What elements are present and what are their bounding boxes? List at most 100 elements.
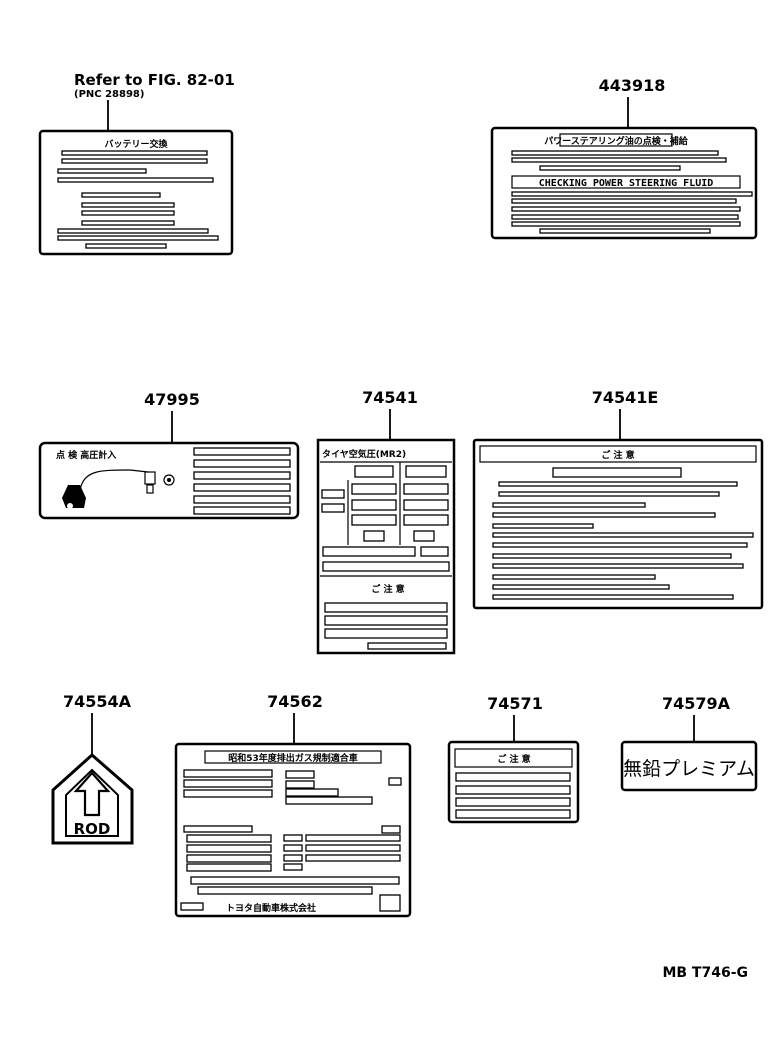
text-bar	[324, 602, 448, 613]
text-bar	[193, 471, 291, 480]
table-cell	[351, 514, 397, 526]
text-bar	[511, 150, 719, 156]
text-bar	[455, 797, 571, 807]
part-number-74562: 74562	[267, 692, 323, 711]
text-bar	[197, 886, 373, 895]
table-cell	[403, 483, 449, 495]
battery-label-heading: バッテリー交換	[104, 138, 168, 150]
text-bar	[324, 615, 448, 626]
text-bar	[57, 235, 219, 241]
gauge-valve-stem	[146, 484, 154, 494]
part-number-74579A: 74579A	[662, 694, 731, 713]
text-bar	[283, 834, 303, 842]
inner-outline	[65, 768, 119, 837]
text-bar	[539, 165, 681, 171]
heading-box	[204, 750, 382, 764]
text-bar	[81, 202, 175, 208]
part-number-74571: 74571	[487, 694, 543, 713]
label-443918-group: 443918 パワーステアリング油の点検・補給 CHECKING POWER S…	[490, 76, 758, 240]
text-bar	[322, 546, 416, 557]
text-bar	[180, 902, 204, 911]
subheading-box	[511, 175, 741, 189]
text-bar	[81, 220, 175, 226]
table-cell	[403, 499, 449, 511]
text-bar	[322, 561, 450, 572]
table-cell	[351, 499, 397, 511]
battery-label-group: Refer to FIG. 82-01 (PNC 28898) バッテリー交換	[38, 71, 235, 256]
gauge-wheel	[67, 503, 73, 509]
text-bar	[285, 796, 373, 805]
label-74541E-group: 74541E ご 注 意	[472, 388, 764, 610]
text-bar	[283, 844, 303, 852]
stamp-box	[379, 894, 401, 912]
diagram-code: MB T746-G	[662, 965, 748, 981]
table-cell	[403, 514, 449, 526]
text-bar	[511, 214, 739, 220]
label-443918-heading: パワーステアリング油の点検・補給	[544, 135, 689, 147]
gauge-dial-center	[167, 478, 171, 482]
text-bar	[183, 789, 273, 798]
label-74541E-heading: ご 注 意	[601, 449, 634, 461]
text-bar	[420, 546, 449, 557]
text-bar	[498, 491, 720, 497]
text-bar	[57, 228, 209, 234]
text-bar	[492, 574, 656, 580]
gauge-valve	[144, 471, 156, 485]
text-bar	[492, 523, 594, 529]
text-bar	[186, 844, 272, 853]
text-bar	[511, 157, 727, 163]
heading-box	[559, 133, 673, 147]
text-bar	[57, 168, 147, 174]
label-74541-heading: タイヤ空気圧(MR2)	[322, 448, 406, 460]
text-bar	[324, 628, 448, 639]
reference-text: Refer to FIG. 82-01	[74, 71, 235, 89]
text-bar	[193, 483, 291, 492]
text-bar	[492, 563, 744, 569]
text-bar	[186, 854, 272, 863]
label-74579A-group: 74579A 無鉛プレミアム	[620, 694, 758, 792]
label-47995-heading: 点 検 高圧計入	[56, 449, 116, 461]
text-bar	[186, 863, 272, 872]
text-bar	[492, 553, 732, 559]
label-74571-group: 74571 ご 注 意	[447, 694, 580, 824]
gauge-dial-icon	[163, 474, 175, 486]
text-bar	[492, 542, 748, 548]
text-bar	[190, 876, 400, 885]
text-bar	[285, 780, 315, 789]
table-cell	[351, 483, 397, 495]
text-bar	[193, 506, 291, 515]
text-bar	[367, 642, 447, 650]
table-cell	[354, 465, 394, 478]
label-74554A-text: ROD	[74, 820, 111, 838]
part-number-443918: 443918	[599, 76, 666, 95]
label-74562-heading: 昭和53年度排出ガス規制適合車	[228, 752, 358, 764]
text-bar	[498, 481, 738, 487]
table-cell	[405, 465, 447, 478]
text-bar	[455, 785, 571, 795]
table-cell	[321, 503, 345, 513]
text-bar	[285, 770, 315, 779]
label-74562-group: 74562 昭和53年度排出ガス規制適合車 トヨタ自動車株式会社	[174, 692, 412, 918]
gauge-hose	[79, 469, 149, 491]
text-bar	[85, 243, 167, 249]
text-bar	[283, 863, 303, 871]
text-bar	[81, 192, 161, 198]
text-bar	[285, 788, 339, 797]
text-bar	[539, 228, 711, 234]
text-bar	[492, 594, 734, 600]
text-bar	[492, 584, 670, 590]
text-bar	[183, 779, 273, 788]
text-bar	[183, 825, 253, 833]
text-bar	[193, 447, 291, 456]
label-74579A[interactable]	[620, 740, 758, 792]
text-bar	[388, 777, 402, 786]
text-bar	[511, 221, 741, 227]
part-number-74541E: 74541E	[592, 388, 659, 407]
part-number-74554A: 74554A	[63, 692, 132, 711]
part-number-47995: 47995	[144, 390, 200, 409]
text-bar	[511, 191, 753, 197]
label-74541-footer-heading: ご 注 意	[371, 583, 404, 595]
text-bar	[455, 772, 571, 782]
text-bar	[511, 206, 741, 212]
